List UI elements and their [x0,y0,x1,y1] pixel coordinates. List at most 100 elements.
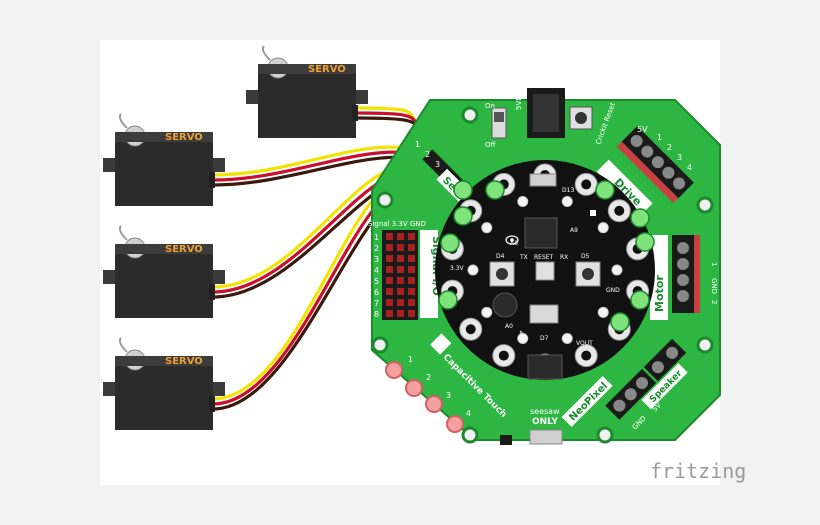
header-pin [397,233,404,240]
servo-motor: SERVO [103,113,225,206]
rim-pad [438,290,458,310]
signal-pin-number: 1 [374,233,379,242]
power-switch-knob[interactable] [494,112,504,122]
cpx-slide-switch[interactable] [529,304,559,324]
speaker-terminal-block [643,338,687,382]
neopixel-led [481,222,493,234]
header-pin [397,244,404,251]
signal-pin-number: 7 [374,299,379,308]
header-pin [408,277,415,284]
touch-pad-1[interactable] [385,361,403,379]
servo-horn-arm [118,225,128,241]
mount-hole [696,196,714,214]
rim-pad [630,208,650,228]
seesaw-only-label: ONLY [532,417,559,427]
header-pin [408,299,415,306]
power-off-label: Off [485,141,496,149]
cpx-pad-hole [498,350,509,361]
motor-pin-label: GND [710,278,718,294]
servo-motor: SERVO [103,337,225,430]
motor-numbers: 1 GND 2 [710,262,718,304]
mount-hole [461,106,479,124]
wire-connector [209,284,215,300]
wire-connector [209,396,215,412]
wire-connector [209,172,215,188]
terminal-screw [677,290,689,302]
rim-pad [595,180,615,200]
signal-pin-number: 5 [374,277,379,286]
servo-pin-number: 3 [435,160,440,169]
signal-pin-number: 6 [374,288,379,297]
touch-pad-4[interactable] [446,415,464,433]
music-note-icon: ♪ [517,330,523,341]
crickit-board: 5VDC On Off Crickit Reset 5V 1 2 3 [368,88,721,445]
servo-body [115,250,213,318]
cpx-tx-label: TX [519,254,528,261]
button-a-cap[interactable] [496,268,508,280]
servo-horn-arm [118,113,128,129]
rim-pad [440,233,460,253]
cpx-microcontroller [524,217,558,249]
mount-hole [596,426,614,444]
header-pin [397,255,404,262]
header-pin [408,288,415,295]
signal-pin-number: 8 [374,310,379,319]
touch-pad-number: 4 [466,409,471,418]
signal-header [382,230,418,320]
rim-pad [630,290,650,310]
header-pin [397,299,404,306]
touch-pad-2[interactable] [405,379,423,397]
cpx-3v-label: 3.3V [450,265,465,272]
neopixel-led [517,196,529,208]
motor-screws [677,242,689,302]
cpx-pad-hole [581,350,592,361]
header-pin [408,244,415,251]
header-pin [397,310,404,317]
drive-header-strip [616,141,679,204]
cpx-reset-button[interactable] [535,261,555,281]
servo-top-plate [258,64,356,74]
cpx-speaker [492,292,518,318]
mounting-holes [371,106,714,444]
terminal-screw [636,376,649,389]
mount-hole [461,426,479,444]
power-on-label: On [485,102,495,110]
terminal-screw [666,346,679,359]
seesaw-usb-port[interactable] [529,429,563,445]
cpx-d5-label: D5 [581,253,590,260]
motor-pin-label: 2 [710,300,718,304]
touch-pad-3[interactable] [425,395,443,413]
signal-pin-number: 2 [374,244,379,253]
servo-horn-arm [261,45,271,61]
cpx-pad-hole [614,205,625,216]
terminal-screw [662,166,675,179]
terminal-screw [641,145,654,158]
header-pin [386,299,393,306]
servo-top-plate [115,132,213,142]
servo-body [115,362,213,430]
wire-connector [352,105,358,121]
terminal-screw [677,258,689,270]
drive-screws [630,134,686,190]
neopixel-led [597,306,609,318]
reset-button-cap[interactable] [575,112,587,124]
neopixel-led [481,306,493,318]
touch-pad-number: 2 [426,373,431,382]
header-pin [397,266,404,273]
neopixel-led [611,264,623,276]
header-pin [397,277,404,284]
servo-label: SERVO [308,64,346,75]
touch-pad-number: 1 [408,355,413,364]
cpx-usb-port[interactable] [529,173,557,187]
servo-body [115,138,213,206]
terminal-screw [673,177,686,190]
mount-hole [371,336,389,354]
servo-label: SERVO [165,244,203,255]
terminal-screw [651,156,664,169]
signal-header-pins [386,233,415,317]
terminal-screw [624,388,637,401]
cpx-d7-label: D7 [540,335,549,342]
terminal-screw [630,134,643,147]
terminal-screw [677,274,689,286]
button-b-cap[interactable] [582,268,594,280]
